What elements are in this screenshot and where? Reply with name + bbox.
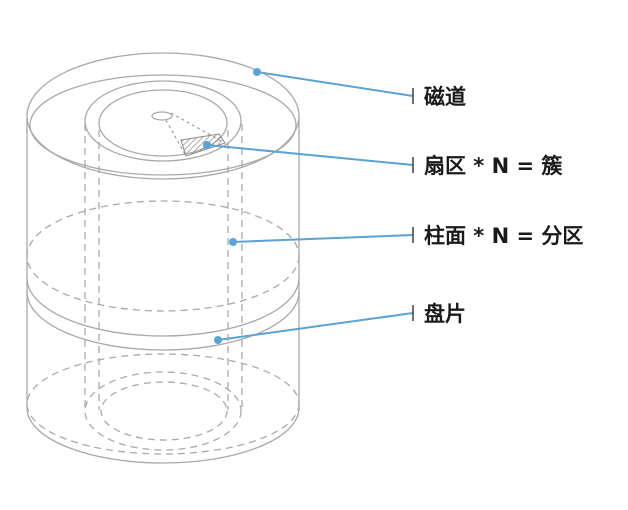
inner-track-ring: [84, 80, 242, 162]
label-cylinder-partition: 柱面 * N = 分区: [424, 224, 583, 248]
outer-track-ring: [26, 52, 300, 180]
leader-track: [253, 68, 414, 104]
label-platter: 盘片: [424, 302, 466, 326]
leader-sector: [203, 141, 414, 173]
top-platter: [26, 52, 300, 180]
leader-cylinder: [229, 227, 414, 246]
spindle-hole: [151, 111, 173, 121]
cylinder-slice: [26, 200, 300, 312]
bottom-platter: [26, 353, 300, 455]
label-track: 磁道: [424, 85, 466, 109]
outer-cylinder: [26, 118, 300, 464]
middle-platter: [26, 277, 300, 351]
leader-platter: [214, 305, 414, 344]
inner-cylinder: [84, 124, 243, 410]
label-sector-cluster: 扇区 * N = 簇: [424, 154, 563, 178]
